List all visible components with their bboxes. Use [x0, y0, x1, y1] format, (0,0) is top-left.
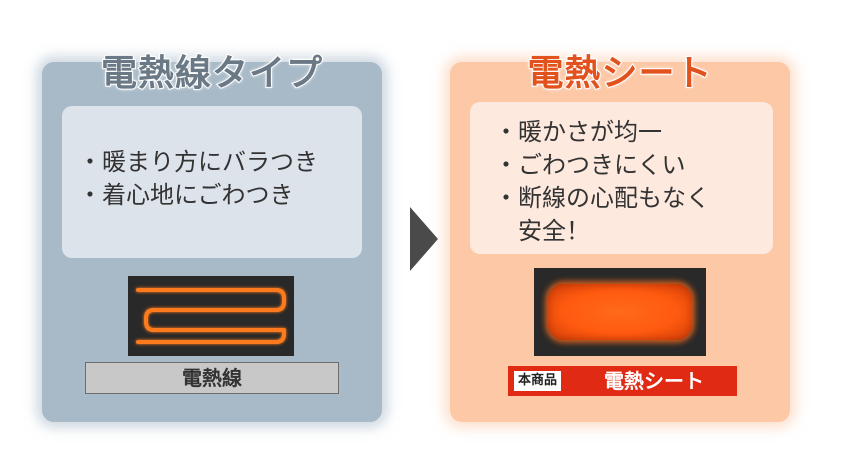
heating-wire-description-box: ・暖まり方にバラつき ・着心地にごわつき	[62, 106, 362, 258]
chevron-right-icon	[410, 207, 438, 271]
heating-sheet-glow	[548, 284, 692, 340]
heating-sheet-panel: 電熱シート ・暖かさが均一 ・ごわつきにくい ・断線の心配もなく 安全！ 本商品…	[450, 52, 790, 422]
heating-wire-label: 電熱線	[85, 362, 339, 394]
product-label: 本商品 電熱シート	[508, 366, 737, 396]
bullet-item: ・着心地にごわつき	[78, 181, 294, 209]
product-tag: 本商品	[514, 371, 562, 391]
heating-wire-panel: 電熱線タイプ ・暖まり方にバラつき ・着心地にごわつき 電熱線	[42, 52, 382, 422]
heating-sheet-description-box: ・暖かさが均一 ・ごわつきにくい ・断線の心配もなく 安全！	[470, 102, 773, 254]
bullet-continuation: 安全！	[518, 217, 590, 245]
heating-wire-bullet-list: ・暖まり方にバラつき ・着心地にごわつき	[78, 146, 318, 212]
heating-wire-graphic	[136, 288, 286, 344]
bullet-item: ・暖かさが均一	[494, 118, 662, 146]
heating-sheet-title: 電熱シート	[526, 52, 713, 95]
heating-wire-title: 電熱線タイプ	[100, 52, 323, 95]
heating-sheet-icon	[534, 268, 706, 356]
heating-sheet-bullet-list: ・暖かさが均一 ・ごわつきにくい ・断線の心配もなく 安全！	[494, 116, 710, 248]
bullet-item: ・ごわつきにくい	[494, 151, 686, 179]
heating-sheet-label: 電熱シート	[604, 369, 704, 393]
bullet-item: ・暖まり方にバラつき	[78, 148, 318, 176]
bullet-item: ・断線の心配もなく	[494, 184, 710, 212]
heating-wire-icon	[128, 276, 294, 356]
